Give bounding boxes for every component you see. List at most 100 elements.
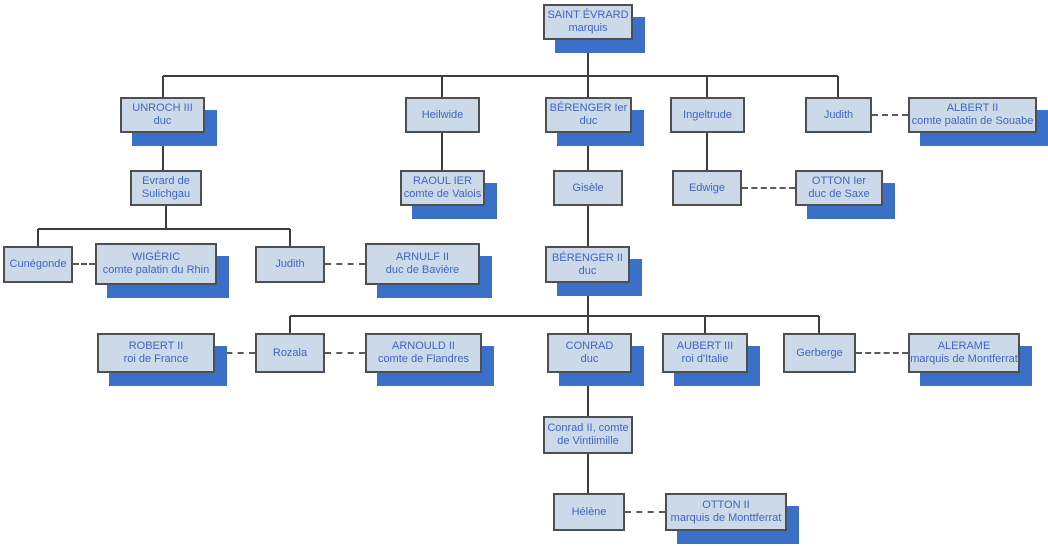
descent-connector — [290, 315, 819, 317]
person-name: Conrad II, comte — [547, 422, 629, 434]
person-name: RAOUL IER — [413, 175, 472, 187]
person-title: marquis de Montferrat — [910, 353, 1018, 365]
person-name: Gisèle — [572, 181, 604, 194]
marriage-dashed-connector — [872, 114, 908, 116]
person-node-judith-fille[interactable]: Judith — [805, 97, 872, 133]
person-box-rozala[interactable]: Rozala — [255, 333, 325, 373]
person-title: duc — [580, 353, 599, 365]
descent-connector — [165, 206, 167, 229]
person-title: comte palatin du Rhin — [102, 264, 210, 276]
person-node-helene[interactable]: Hélène — [553, 493, 625, 531]
person-name: OTTON Ier — [811, 175, 867, 187]
descent-connector — [587, 76, 589, 97]
descent-connector — [706, 133, 708, 170]
person-title: Sulichgau — [141, 188, 191, 200]
descent-connector — [441, 76, 443, 97]
marriage-dashed-connector — [73, 263, 95, 265]
marriage-dashed-connector — [856, 352, 908, 354]
marriage-dashed-connector — [625, 511, 665, 513]
person-node-judith-petite-fille[interactable]: Judith — [255, 246, 325, 283]
person-node-gerberge[interactable]: Gerberge — [783, 333, 856, 373]
person-title: comte de Valois — [403, 188, 482, 200]
descent-connector — [587, 283, 589, 316]
person-box-heilwide[interactable]: Heilwide — [405, 97, 480, 133]
descent-connector — [162, 76, 164, 97]
person-name: AUBERT III — [676, 340, 734, 352]
person-name: ARNOULD II — [392, 340, 455, 352]
person-title: duc — [578, 264, 597, 277]
person-name: Heilwide — [421, 108, 464, 121]
descent-connector — [587, 454, 589, 493]
person-box-judith-fille[interactable]: Judith — [805, 97, 872, 133]
person-box-gerberge[interactable]: Gerberge — [783, 333, 856, 373]
person-title: duc de Saxe — [808, 188, 870, 200]
person-box-judith-petite-fille[interactable]: Judith — [255, 246, 325, 283]
person-name: Cunégonde — [9, 258, 67, 270]
person-name: SAINT ÉVRARD — [547, 9, 629, 21]
person-box-helene[interactable]: Hélène — [553, 493, 625, 531]
marriage-dashed-connector — [215, 352, 255, 354]
marriage-dashed-connector — [325, 352, 365, 354]
person-title: roi de France — [123, 353, 189, 365]
person-node-edwige[interactable]: Edwige — [672, 170, 742, 206]
person-node-rozala[interactable]: Rozala — [255, 333, 325, 373]
descent-connector — [587, 133, 589, 170]
descent-connector — [162, 133, 164, 170]
person-node-gisele[interactable]: Gisèle — [553, 170, 623, 206]
person-box-ingeltrude[interactable]: Ingeltrude — [670, 97, 745, 133]
person-name: Hélène — [571, 505, 607, 518]
person-name: Edwige — [688, 181, 726, 194]
descent-connector — [38, 228, 290, 230]
person-name: ARNULF II — [395, 251, 450, 263]
person-box-gisele[interactable]: Gisèle — [553, 170, 623, 206]
descent-connector — [706, 76, 708, 97]
person-title: marquis — [568, 22, 608, 34]
person-node-heilwide[interactable]: Heilwide — [405, 97, 480, 133]
person-box-edwige[interactable]: Edwige — [672, 170, 742, 206]
person-box-cunegonde[interactable]: Cunégonde — [3, 246, 73, 283]
person-name: BÉRENGER II — [552, 251, 623, 264]
person-title: comte de Flandres — [377, 353, 470, 365]
person-name: Ingeltrude — [683, 108, 732, 121]
person-name: WIGÉRIC — [131, 251, 181, 263]
person-name: ALBERT II — [946, 102, 999, 114]
person-node-cunegonde[interactable]: Cunégonde — [3, 246, 73, 283]
person-node-ingeltrude[interactable]: Ingeltrude — [670, 97, 745, 133]
descent-connector — [289, 229, 291, 246]
